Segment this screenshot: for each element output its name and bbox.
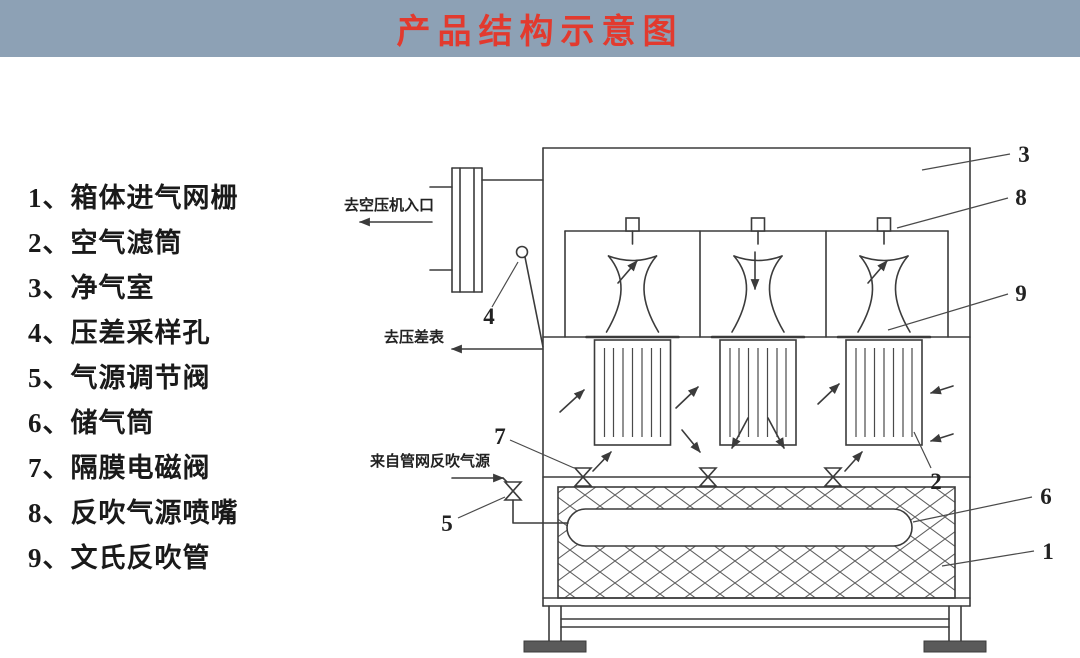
airflow-arrows	[559, 251, 954, 472]
backblow-supply	[451, 473, 569, 524]
compressor-pipe	[358, 167, 544, 293]
callout-5: 5	[441, 511, 453, 536]
backblow-source-label: 来自管网反吹气源	[369, 452, 490, 470]
callout-4: 4	[483, 304, 495, 329]
callout-8: 8	[1015, 185, 1027, 210]
pressure-sampling-port	[450, 245, 544, 354]
air-storage-cylinder	[566, 508, 913, 547]
backblow-nozzles	[625, 217, 892, 245]
legend-item: 1、箱体进气网栅	[28, 183, 239, 213]
clean-air-chamber	[564, 217, 949, 338]
legend-item: 3、净气室	[28, 273, 155, 303]
callout-6: 6	[1040, 484, 1052, 509]
callout-1: 1	[1042, 539, 1054, 564]
legend-item: 4、压差采样孔	[28, 318, 211, 348]
callout-3: 3	[1018, 142, 1030, 167]
support-legs	[523, 605, 987, 653]
legend-item: 9、文氏反吹管	[28, 543, 211, 573]
legend-item: 8、反吹气源喷嘴	[28, 498, 239, 528]
filter-cartridges	[585, 335, 932, 446]
legend-item: 2、空气滤筒	[28, 228, 183, 258]
callout-7: 7	[494, 424, 506, 449]
header-banner: 产品结构示意图	[0, 0, 1080, 57]
legend-item: 6、储气筒	[28, 408, 155, 438]
callout-9: 9	[1015, 281, 1027, 306]
parts-legend: 1、箱体进气网栅 2、空气滤筒 3、净气室 4、压差采样孔 5、气源调节阀 6、…	[28, 176, 239, 581]
page-title: 产品结构示意图	[396, 13, 684, 51]
pulse-valves	[573, 467, 843, 487]
to-pressure-gauge-label: 去压差表	[384, 328, 445, 346]
to-compressor-label: 去空压机入口	[344, 196, 434, 214]
venturi-tubes	[605, 255, 911, 333]
legend-item: 7、隔膜电磁阀	[28, 453, 211, 483]
callout-leaders	[457, 153, 1035, 567]
legend-item: 5、气源调节阀	[28, 363, 211, 393]
callout-2: 2	[930, 469, 942, 494]
